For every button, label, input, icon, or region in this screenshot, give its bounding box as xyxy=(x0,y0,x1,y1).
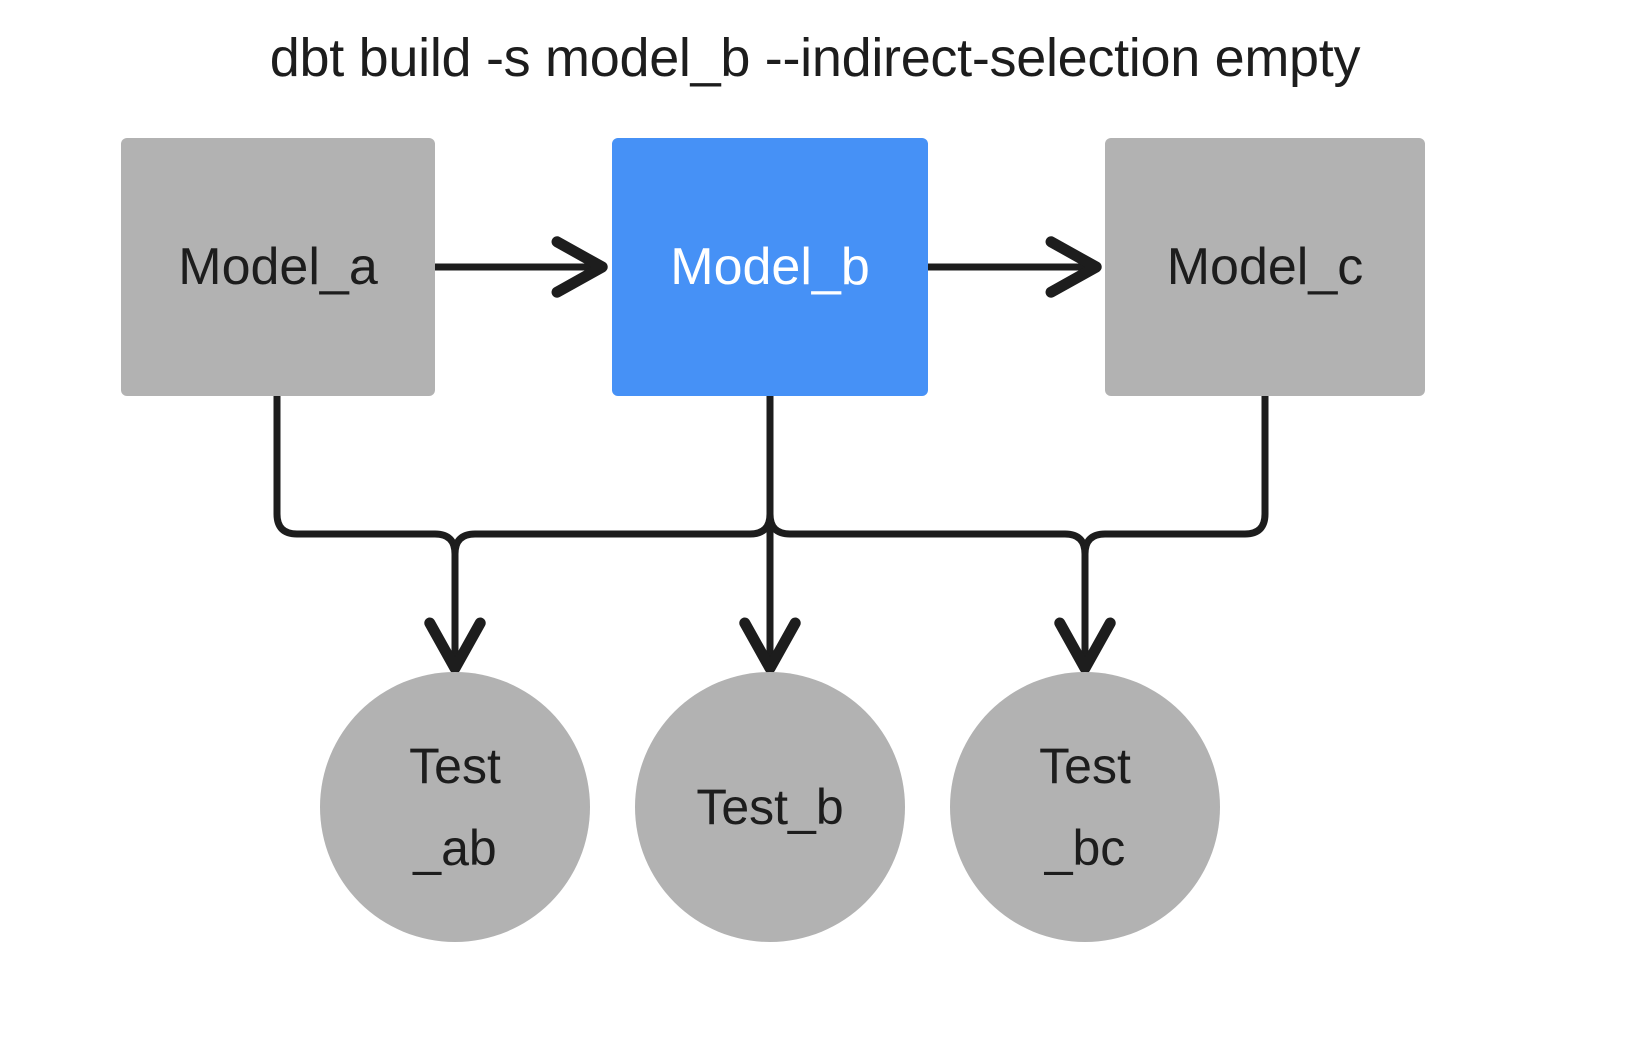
node-test-bc-label-line2: _bc xyxy=(1044,820,1126,876)
node-model-a[interactable]: Model_a xyxy=(121,138,435,396)
node-test-bc-label-line1: Test xyxy=(1039,738,1131,794)
diagram-title: dbt build -s model_b --indirect-selectio… xyxy=(269,28,1361,88)
node-test-b[interactable]: Test_b xyxy=(635,672,905,942)
node-test-b-label-line1: Test_b xyxy=(696,779,844,835)
edge-model-a-to-test-ab xyxy=(273,396,486,674)
node-test-ab[interactable]: Test _ab xyxy=(320,672,590,942)
edge-model-b-to-test-bc xyxy=(766,396,1116,674)
node-test-ab-label-line1: Test xyxy=(409,738,501,794)
edge-model-c-to-test-bc xyxy=(1081,396,1269,555)
node-model-c-label: Model_c xyxy=(1166,238,1364,296)
node-model-c[interactable]: Model_c xyxy=(1105,138,1425,396)
node-test-bc[interactable]: Test _bc xyxy=(950,672,1220,942)
node-test-ab-label-line2: _ab xyxy=(413,820,497,876)
node-model-a-label: Model_a xyxy=(178,238,378,296)
node-model-b[interactable]: Model_b xyxy=(612,138,928,396)
edge-model-b-to-test-ab xyxy=(451,396,774,555)
node-model-b-label: Model_b xyxy=(670,238,870,296)
